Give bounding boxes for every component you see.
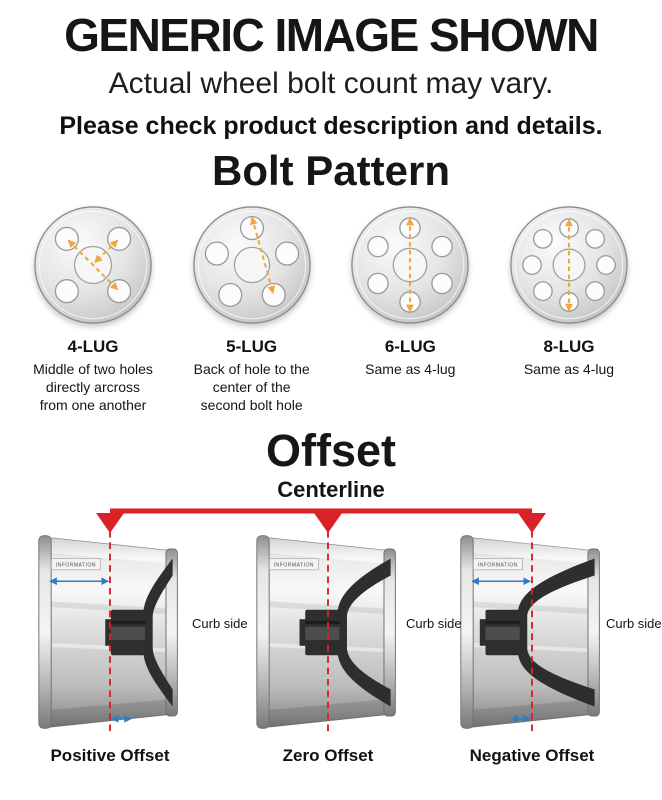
- bolt-pattern-4lug: 4-LUG Middle of two holes directly arcro…: [16, 199, 170, 415]
- centerline-marker-triangle: [314, 512, 342, 533]
- zero-offset-wheel-diagram: INFORMATION: [256, 530, 396, 733]
- inboard-rim-lip: [460, 534, 474, 729]
- watermark-box: [268, 557, 319, 570]
- centerline-overlay: [96, 508, 546, 533]
- offset-title: Offset: [265, 424, 396, 476]
- bolt-description: Back of hole to the center of the second…: [193, 361, 310, 413]
- curb-side-label: Curb side: [406, 615, 462, 631]
- watermark-text: INFORMATION: [56, 562, 96, 568]
- bolt-pattern-6lug: 6-LUG Same as 4-lug: [333, 199, 487, 415]
- 6-lug-wheel-icon: [351, 206, 470, 324]
- offset-labels-row: Positive Offset Zero Offset Negative Off…: [0, 746, 662, 770]
- bolt-label: 5-LUG: [226, 337, 278, 356]
- bolt-description: Same as 4-lug: [365, 361, 456, 377]
- positive-offset-label: Positive Offset: [50, 745, 170, 765]
- bolt-pattern-5lug: 5-LUG Back of hole to the center of the …: [175, 199, 329, 415]
- disclaimer-note: Please check product description and det…: [59, 112, 603, 140]
- centerline-marker-triangle: [518, 512, 546, 533]
- bolt-pattern-title: Bolt Pattern: [211, 147, 450, 194]
- outboard-rim-lip: [587, 548, 600, 717]
- spoke-cross-section: [517, 558, 595, 707]
- centerline-marker-triangle: [96, 512, 124, 533]
- bolt-label: 8-LUG: [543, 337, 595, 356]
- bolt-pattern-row: 4-LUG Middle of two holes directly arcro…: [0, 195, 662, 415]
- 5-lug-wheel-icon: [192, 206, 311, 324]
- offset-diagram: INFORMATION INFORMATION: [0, 506, 662, 738]
- lug-holes: [54, 226, 132, 304]
- bolt-label: 4-LUG: [67, 337, 119, 356]
- outboard-rim-lip: [165, 548, 178, 717]
- curb-side-label: Curb side: [192, 615, 248, 631]
- curb-side-label: Curb side: [606, 615, 662, 631]
- inboard-rim-lip: [256, 534, 270, 729]
- bolt-description: Same as 4-lug: [523, 361, 615, 377]
- lug-holes: [522, 218, 616, 312]
- centerline-label: Centerline: [277, 476, 385, 502]
- outboard-rim-lip: [383, 548, 396, 717]
- spoke-cross-section: [337, 558, 391, 707]
- main-title: GENERIC IMAGE SHOWN: [64, 9, 599, 61]
- positive-offset-wheel-diagram: INFORMATION: [38, 530, 178, 733]
- watermark-box: [472, 557, 523, 570]
- watermark-text: INFORMATION: [478, 562, 518, 568]
- subtitle: Actual wheel bolt count may vary.: [108, 67, 554, 100]
- bolt-pattern-8lug: 8-LUG Same as 4-lug: [492, 199, 646, 415]
- 4-lug-wheel-icon: [34, 206, 152, 324]
- zero-offset-label: Zero Offset: [282, 745, 374, 765]
- negative-offset-label: Negative Offset: [469, 745, 595, 765]
- watermark-text: INFORMATION: [274, 562, 314, 568]
- bolt-label: 6-LUG: [384, 337, 436, 356]
- spoke-cross-section: [143, 558, 173, 707]
- 8-lug-wheel-icon: [510, 206, 628, 324]
- bolt-description: Middle of two holes directly arcross fro…: [33, 361, 153, 413]
- measurement-dashes: [67, 239, 119, 291]
- measurement-dashes: [249, 216, 275, 295]
- negative-offset-wheel-diagram: INFORMATION: [460, 530, 600, 733]
- inboard-rim-lip: [38, 534, 52, 729]
- watermark-box: [50, 557, 101, 570]
